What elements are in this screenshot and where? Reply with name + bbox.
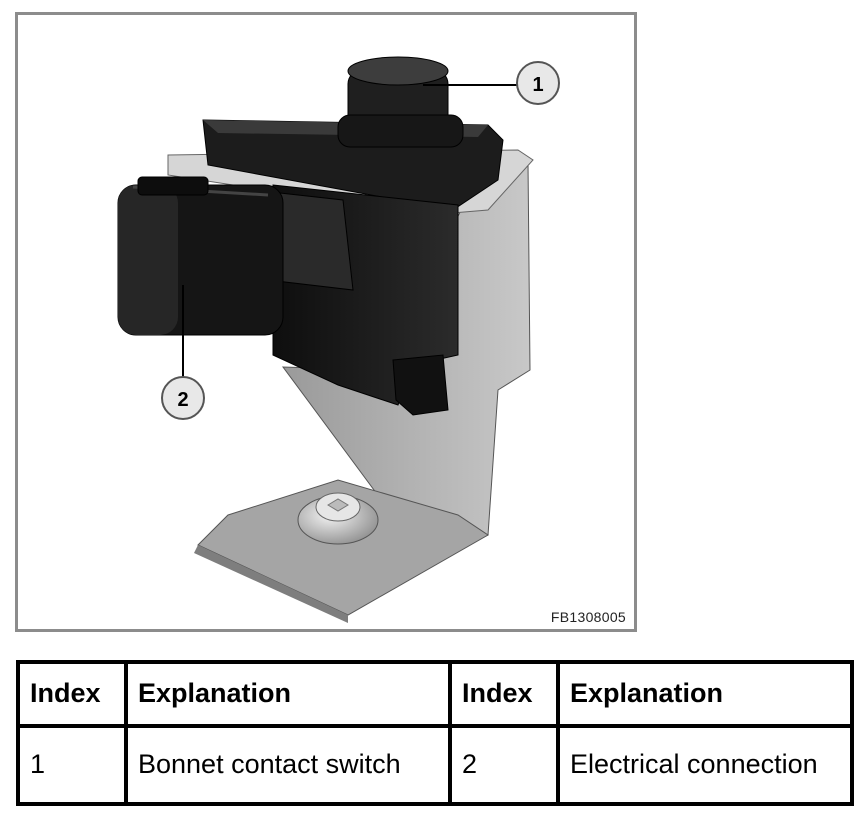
callout-2-label: 2 [177,389,188,411]
electrical-connector [117,176,284,336]
header-index-1: Index [16,660,128,728]
legend-table: Index Explanation Index Explanation 1 Bo… [16,660,854,807]
header-index-2: Index [448,660,560,728]
callout-1-label: 1 [532,74,543,96]
screw-icon [297,492,379,545]
header-explanation-1: Explanation [124,660,452,728]
cell-index-2: 2 [448,723,560,807]
table-header-row: Index Explanation Index Explanation [16,660,854,728]
switch-body [202,56,504,416]
header-explanation-2: Explanation [556,660,854,728]
cell-explanation-2: Electrical connection [556,723,854,807]
figure-frame: 1 2 FB1308005 [15,12,637,632]
component-illustration: 1 2 [117,56,560,623]
table-row: 1 Bonnet contact switch 2 Electrical con… [16,723,854,807]
callout-2: 2 [161,285,205,420]
callout-1: 1 [423,61,560,105]
cell-index-1: 1 [16,723,128,807]
figure-code: FB1308005 [550,609,626,625]
cell-explanation-1: Bonnet contact switch [124,723,452,807]
